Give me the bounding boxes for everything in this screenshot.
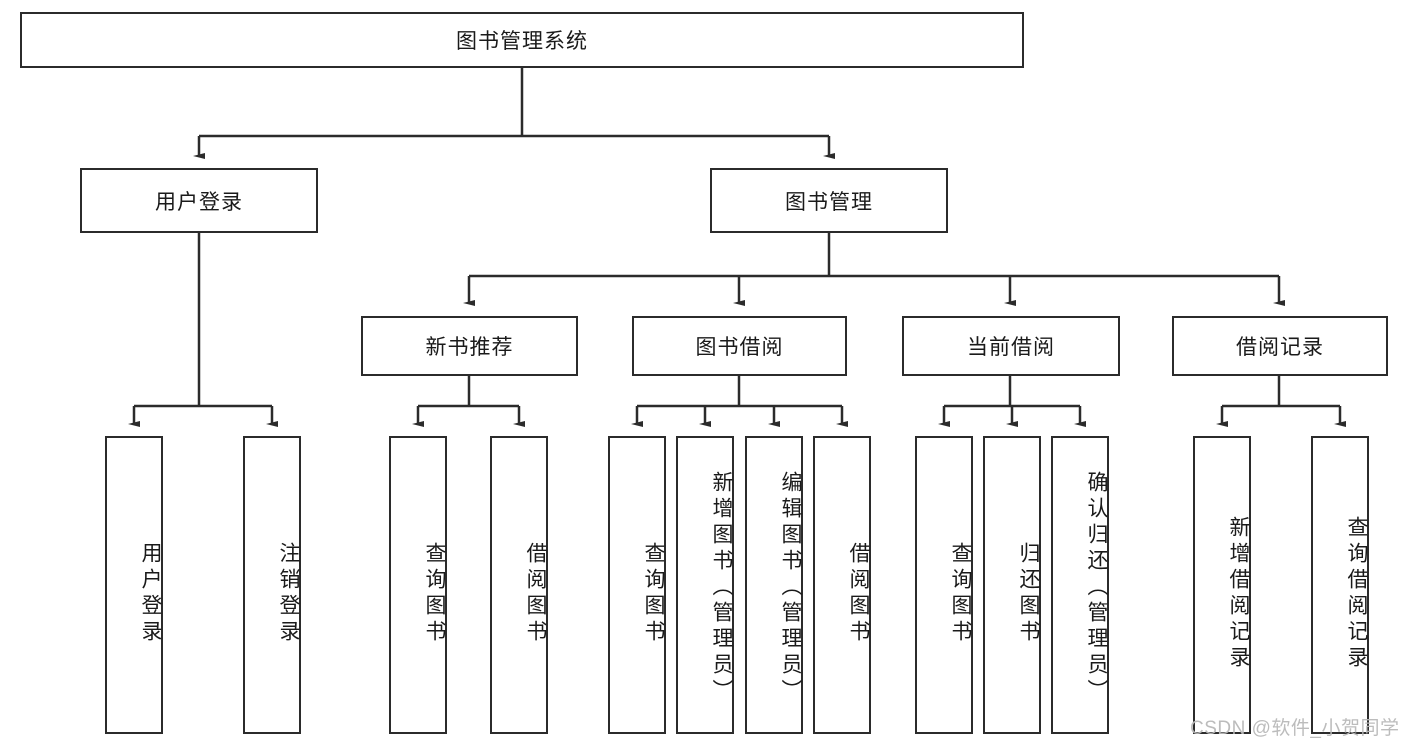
node-label: 当前借阅 (967, 336, 1055, 359)
watermark-text: CSDN @软件_小贺同学 (1190, 718, 1400, 739)
leaf-borrowrecord-query-record[interactable]: 查询借阅记录 (1311, 436, 1369, 734)
leaf-bookborrow-query-book[interactable]: 查询图书 (608, 436, 666, 734)
node-label: 注销登录 (277, 542, 300, 646)
leaf-borrowrecord-add-record[interactable]: 新增借阅记录 (1193, 436, 1251, 734)
leaf-currentborrow-return-book[interactable]: 归还图书 (983, 436, 1041, 734)
node-label: 图书管理系统 (456, 30, 588, 53)
node-label: 编辑图书（管理员） (779, 471, 802, 705)
node-label: 借阅图书 (524, 542, 547, 646)
node-label: 查询图书 (642, 542, 665, 646)
node-label: 新增借阅记录 (1227, 516, 1250, 672)
node-label: 用户登录 (155, 190, 243, 214)
leaf-currentborrow-query-book[interactable]: 查询图书 (915, 436, 973, 734)
node-label: 查询图书 (949, 542, 972, 646)
node-label: 归还图书 (1017, 542, 1040, 646)
node-label: 借阅记录 (1236, 336, 1324, 359)
leaf-currentborrow-confirm-return-admin[interactable]: 确认归还（管理员） (1051, 436, 1109, 734)
node-book-borrow[interactable]: 图书借阅 (632, 316, 847, 376)
node-root-system[interactable]: 图书管理系统 (20, 12, 1024, 68)
node-label: 确认归还（管理员） (1085, 471, 1108, 705)
node-label: 查询借阅记录 (1345, 516, 1368, 672)
leaf-newbook-borrow-book[interactable]: 借阅图书 (490, 436, 548, 734)
node-label: 新增图书（管理员） (710, 471, 733, 705)
node-label: 借阅图书 (847, 542, 870, 646)
node-label: 用户登录 (139, 542, 162, 646)
node-book-management[interactable]: 图书管理 (710, 168, 948, 233)
node-label: 图书借阅 (695, 336, 784, 359)
node-user-login[interactable]: 用户登录 (80, 168, 318, 233)
leaf-newbook-query-book[interactable]: 查询图书 (389, 436, 447, 734)
node-borrow-record[interactable]: 借阅记录 (1172, 316, 1388, 376)
node-new-book-recommend[interactable]: 新书推荐 (361, 316, 578, 376)
leaf-bookborrow-edit-book-admin[interactable]: 编辑图书（管理员） (745, 436, 803, 734)
node-current-borrow[interactable]: 当前借阅 (902, 316, 1120, 376)
node-label: 新书推荐 (425, 336, 514, 359)
leaf-bookborrow-add-book-admin[interactable]: 新增图书（管理员） (676, 436, 734, 734)
node-label: 查询图书 (423, 542, 446, 646)
leaf-bookborrow-borrow-book[interactable]: 借阅图书 (813, 436, 871, 734)
node-label: 图书管理 (785, 190, 873, 214)
leaf-user-login-signin[interactable]: 用户登录 (105, 436, 163, 734)
leaf-user-login-signout[interactable]: 注销登录 (243, 436, 301, 734)
